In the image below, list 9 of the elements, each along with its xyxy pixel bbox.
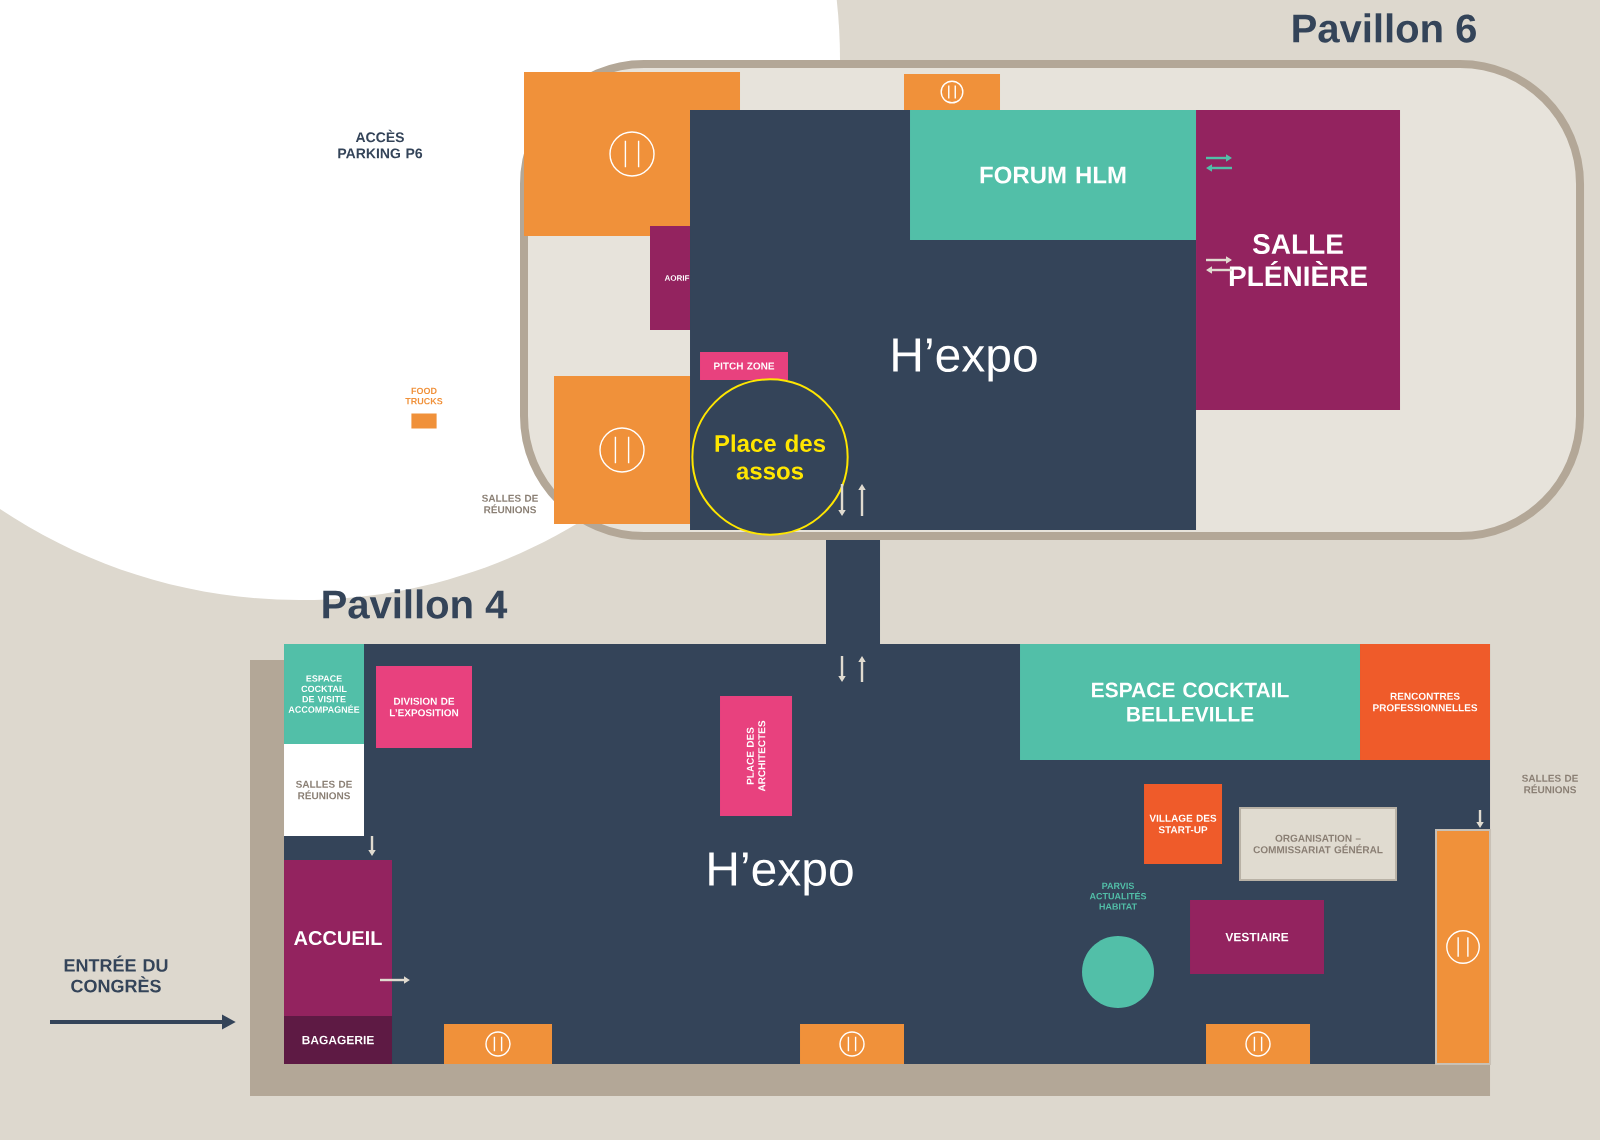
pavilion-title: Pavillon 4	[323, 589, 508, 619]
pavilion-title: Pavillon 6	[1293, 13, 1476, 43]
room-area: SALLE PLÉNIÈRE	[1196, 110, 1400, 410]
cocktail-area: ESPACE COCKTAIL BELLEVILLE	[1020, 644, 1360, 760]
area-label: ENTRÉE DU CONGRÈS	[64, 955, 168, 993]
reception-area: ACCUEIL	[284, 860, 392, 1016]
forum-area: FORUM HLM	[910, 110, 1196, 240]
hall-name: H’expo	[709, 852, 853, 896]
hall-name: H’expo	[893, 338, 1037, 382]
